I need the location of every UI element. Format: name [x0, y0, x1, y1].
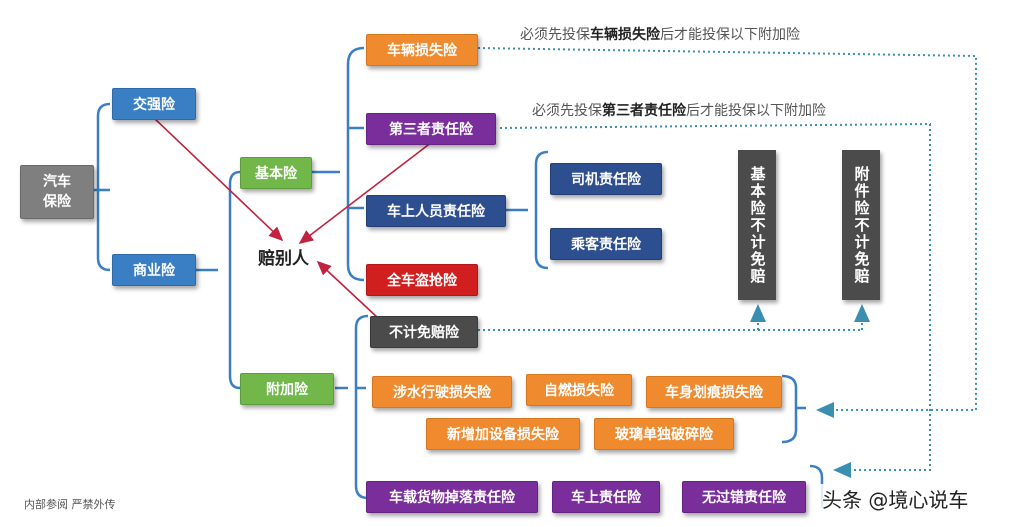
center-label: 赔别人 [258, 249, 309, 269]
bracket-right-bottom [809, 464, 824, 508]
driver-node: 司机责任险 [550, 163, 662, 195]
self-ignition-label: 自燃损失险 [544, 383, 614, 399]
new-equipment-label: 新增加设备损失险 [447, 427, 559, 443]
bracket-right-additional [781, 374, 806, 444]
onboard-liability-label: 车上责任险 [571, 490, 641, 506]
non-deductible-node: 不计免赔险 [370, 316, 478, 348]
vehicle-loss-node: 车辆损失险 [366, 34, 478, 66]
additional-non-deductible-vlabel: 附件险不计免赔 [842, 150, 880, 300]
root-label: 汽车 保险 [43, 174, 71, 210]
bracket-additional [335, 314, 369, 500]
note-vehicle-loss: 必须先投保车辆损失险后才能投保以下附加险 [520, 24, 800, 44]
onboard-personnel-node: 车上人员责任险 [366, 195, 506, 227]
commercial-node: 商业险 [112, 254, 196, 286]
footer-note: 内部参阅 严禁外传 [24, 498, 116, 511]
compulsory-node: 交强险 [112, 88, 196, 120]
arrow-third-party [298, 141, 433, 244]
watermark: 头条 @境心说车 [818, 484, 973, 513]
vlabel-additional-text: 附件险不计免赔 [852, 165, 871, 285]
compulsory-label: 交强险 [133, 97, 175, 113]
onboard-personnel-label: 车上人员责任险 [387, 204, 485, 220]
theft-node: 全车盗抢险 [366, 264, 478, 296]
dotted-third-party [499, 122, 931, 478]
third-party-label: 第三者责任险 [389, 122, 473, 138]
commercial-label: 商业险 [133, 263, 175, 279]
passenger-node: 乘客责任险 [550, 228, 662, 260]
cargo-node: 车载货物掉落责任险 [366, 481, 538, 513]
scratch-label: 车身划痕损失险 [665, 385, 763, 401]
no-fault-node: 无过错责任险 [682, 481, 806, 513]
bracket-root [92, 102, 111, 272]
scratch-node: 车身划痕损失险 [646, 376, 782, 408]
arrow-compulsory [153, 117, 284, 242]
glass-label: 玻璃单独破碎险 [615, 427, 713, 443]
driver-label: 司机责任险 [571, 172, 641, 188]
bracket-basic [312, 46, 365, 282]
root-node: 汽车 保险 [20, 165, 94, 219]
self-ignition-node: 自燃损失险 [526, 374, 632, 406]
vlabel-basic-text: 基本险不计免赔 [748, 165, 767, 285]
arrow-non-deductible [316, 260, 379, 319]
additional-label: 附加险 [266, 382, 308, 398]
onboard-liability-node: 车上责任险 [552, 481, 660, 513]
note2-bold: 第三者责任险 [602, 103, 686, 119]
no-fault-label: 无过错责任险 [702, 490, 786, 506]
passenger-label: 乘客责任险 [571, 237, 641, 253]
note2-prefix: 必须先投保 [532, 103, 602, 119]
note2-suffix: 后才能投保以下附加险 [686, 103, 826, 119]
cargo-label: 车载货物掉落责任险 [389, 490, 515, 506]
bracket-personnel [505, 150, 549, 270]
new-equipment-node: 新增加设备损失险 [426, 418, 580, 450]
note1-bold: 车辆损失险 [590, 27, 660, 43]
wading-node: 涉水行驶损失险 [372, 376, 512, 408]
dotted-vehicle-loss [477, 47, 977, 418]
theft-label: 全车盗抢险 [387, 273, 457, 289]
wading-label: 涉水行驶损失险 [393, 385, 491, 401]
bracket-commercial [196, 170, 241, 390]
non-deductible-label: 不计免赔险 [389, 325, 459, 341]
basic-label: 基本险 [255, 166, 297, 182]
note1-suffix: 后才能投保以下附加险 [660, 27, 800, 43]
third-party-node: 第三者责任险 [366, 113, 496, 145]
basic-non-deductible-vlabel: 基本险不计免赔 [738, 150, 776, 300]
note-third-party: 必须先投保第三者责任险后才能投保以下附加险 [532, 100, 826, 120]
glass-node: 玻璃单独破碎险 [594, 418, 734, 450]
basic-node: 基本险 [240, 157, 312, 189]
vehicle-loss-label: 车辆损失险 [387, 43, 457, 59]
additional-node: 附加险 [240, 373, 334, 405]
note1-prefix: 必须先投保 [520, 27, 590, 43]
